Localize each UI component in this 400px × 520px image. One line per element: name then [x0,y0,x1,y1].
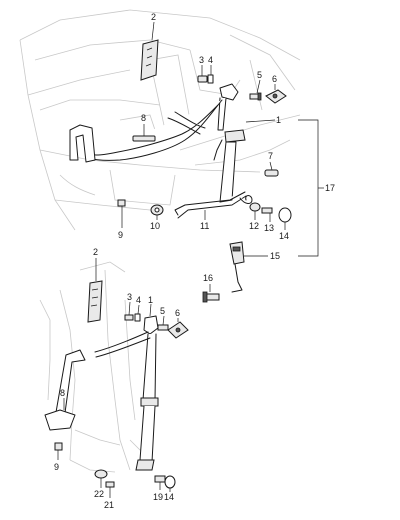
part-4-spacer-upper[interactable] [207,65,214,84]
callout-2-upper: 2 [151,12,156,22]
part-6-adjuster-upper[interactable] [265,84,287,104]
part-5-screw-lower[interactable] [157,315,169,331]
callout-15: 15 [270,251,280,261]
part-19-bolt[interactable] [154,475,166,490]
callout-14-lower: 14 [164,492,174,502]
part-16-bolt[interactable] [202,284,220,303]
callout-8-lower: 8 [60,388,65,398]
part-3-bolt-lower[interactable] [124,301,134,321]
callout-8-upper: 8 [141,113,146,123]
callout-3-lower: 3 [127,292,132,302]
part-9-bolt-upper[interactable] [117,199,126,228]
callout-5-upper: 5 [257,70,262,80]
callout-9-upper: 9 [118,230,123,240]
part-9-bolt-lower[interactable] [54,442,63,460]
assembly-bracket-17 [298,119,324,257]
lower-callout-labels: 2 3 4 1 5 6 8 9 22 21 19 14 [54,247,180,510]
lower-car-body-outline [39,261,151,473]
part-12-nut-upper[interactable] [249,202,261,220]
callout-17: 17 [325,183,335,193]
lower-assembly [39,258,189,498]
callout-9-lower: 9 [54,462,59,472]
callout-22: 22 [94,489,104,499]
part-4-spacer-lower[interactable] [134,304,141,322]
callout-3-upper: 3 [199,55,204,65]
callout-14-upper: 14 [279,231,289,241]
callout-12: 12 [249,221,259,231]
callout-21: 21 [104,500,114,510]
callout-1-upper: 1 [276,115,281,125]
part-8-guide-lower[interactable] [44,349,86,431]
part-5-screw-upper[interactable] [249,79,262,101]
callout-5-lower: 5 [160,306,165,316]
part-6-adjuster-lower[interactable] [167,318,189,339]
callout-2-lower: 2 [93,247,98,257]
callout-11: 11 [200,221,209,231]
callout-7: 7 [268,151,273,161]
part-15-buckle[interactable] [229,241,268,293]
upper-callout-labels: 2 3 4 5 6 8 1 7 17 9 10 11 12 13 14 15 1… [118,12,335,283]
part-7-bolt[interactable] [264,161,279,177]
part-22-washer[interactable] [94,469,108,488]
part-1-seat-belt-upper[interactable] [87,83,276,203]
part-1-seat-belt-lower[interactable] [94,303,159,471]
callout-16: 16 [203,273,213,283]
callout-6-lower: 6 [175,308,180,318]
callout-10: 10 [150,221,160,231]
part-14-cap-lower[interactable] [164,475,176,492]
part-8-guide-upper[interactable] [69,124,156,163]
callout-1-lower: 1 [148,295,153,305]
upper-assembly [19,9,324,303]
callout-4-lower: 4 [136,295,141,305]
part-3-bolt-upper[interactable] [197,65,208,83]
part-10-washer-upper[interactable] [150,204,164,220]
callout-6-upper: 6 [272,74,277,84]
part-14-cap-upper[interactable] [278,207,292,230]
upper-car-body-outline [19,9,301,231]
callout-13: 13 [264,223,274,233]
callout-4-upper: 4 [208,55,213,65]
part-13-bolt-upper[interactable] [261,207,273,222]
part-2-guide-bracket-upper[interactable] [140,21,159,81]
part-21-bolt[interactable] [105,481,115,498]
part-11-cable-rod[interactable] [174,191,253,220]
callout-19: 19 [153,492,163,502]
part-2-guide-bracket-lower[interactable] [87,258,103,323]
